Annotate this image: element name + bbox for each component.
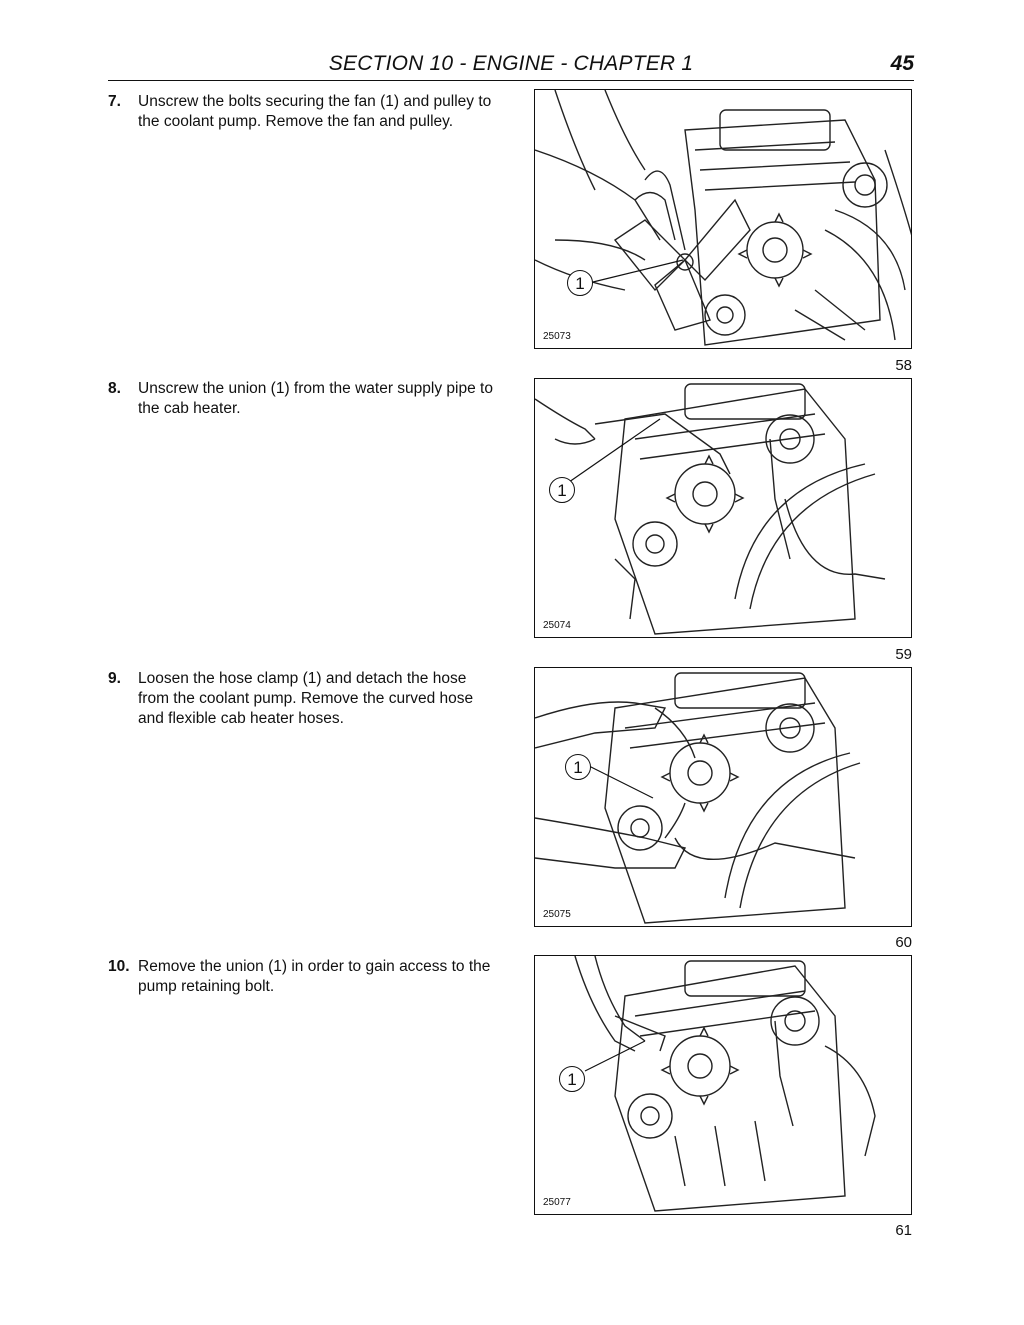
page-header: SECTION 10 - ENGINE - CHAPTER 1 45 xyxy=(108,50,914,81)
callout-1: 1 xyxy=(565,754,591,780)
figure-code: 25073 xyxy=(543,331,571,342)
figure-code: 25077 xyxy=(543,1197,571,1208)
figure-hose-clamp: 1 25075 xyxy=(534,667,912,927)
engine-illustration xyxy=(535,672,861,924)
callout-1: 1 xyxy=(559,1066,585,1092)
step-8: 8. Unscrew the union (1) from the water … xyxy=(108,379,498,419)
step-9: 9. Loosen the hose clamp (1) and detach … xyxy=(108,669,498,729)
figure-union-removal: 1 25074 xyxy=(534,378,912,638)
figure-fan-removal: 1 25073 xyxy=(534,89,912,349)
engine-illustration xyxy=(535,90,911,346)
figure-number: 58 xyxy=(895,357,912,374)
figure-number: 61 xyxy=(895,1222,912,1239)
step-text: Unscrew the union (1) from the water sup… xyxy=(138,380,493,417)
page-number: 45 xyxy=(890,52,914,75)
callout-1: 1 xyxy=(567,270,593,296)
step-7: 7. Unscrew the bolts securing the fan (1… xyxy=(108,92,498,132)
engine-illustration xyxy=(574,956,876,1212)
step-text: Unscrew the bolts securing the fan (1) a… xyxy=(138,93,492,130)
step-text: Remove the union (1) in order to gain ac… xyxy=(138,958,491,995)
step-number: 10. xyxy=(108,958,130,975)
engine-illustration xyxy=(535,383,886,635)
figure-code: 25075 xyxy=(543,909,571,920)
step-text: Loosen the hose clamp (1) and detach the… xyxy=(138,670,474,727)
step-number: 9. xyxy=(108,670,121,687)
figure-code: 25074 xyxy=(543,620,571,631)
step-10: 10. Remove the union (1) in order to gai… xyxy=(108,957,498,997)
section-title: SECTION 10 - ENGINE - CHAPTER 1 xyxy=(328,52,694,75)
step-number: 8. xyxy=(108,380,121,397)
figure-number: 60 xyxy=(895,934,912,951)
figure-number: 59 xyxy=(895,646,912,663)
step-number: 7. xyxy=(108,93,121,110)
callout-1: 1 xyxy=(549,477,575,503)
figure-pump-union: 1 25077 xyxy=(534,955,912,1215)
